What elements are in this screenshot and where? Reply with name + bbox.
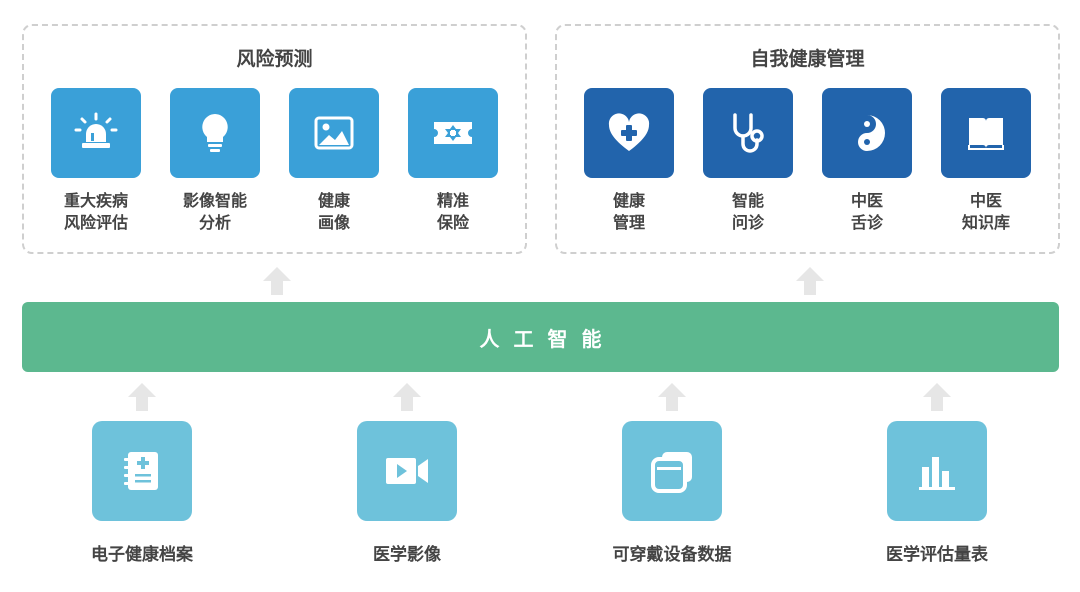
risk-item-health-portrait-label: 健康画像 (317, 191, 350, 232)
up-arrow-icon (128, 383, 156, 411)
risk-item-insurance-label: 精准保险 (436, 191, 469, 232)
up-arrow-icon (658, 383, 686, 411)
health-item-tongue-label: 中医舌诊 (850, 191, 883, 232)
health-item-knowledge-tile[interactable] (941, 88, 1031, 178)
ai-bar: 人工智能 (22, 302, 1059, 372)
book-icon (968, 118, 1004, 150)
up-arrow-icon (923, 383, 951, 411)
source-wearable-tile[interactable] (622, 421, 722, 521)
risk-item-major-disease-label: 重大疾病风险评估 (63, 191, 128, 232)
health-item-knowledge-label: 中医知识库 (961, 191, 1010, 232)
source-imaging-tile[interactable] (357, 421, 457, 521)
ai-bar-label: 人工智能 (479, 326, 616, 351)
source-scale-tile[interactable] (887, 421, 987, 521)
source-imaging-label: 医学影像 (373, 545, 441, 565)
risk-item-insurance-tile[interactable] (408, 88, 498, 178)
up-arrow-icon (796, 267, 824, 295)
lightbulb-icon (202, 114, 228, 152)
stethoscope-icon (733, 113, 764, 153)
risk-item-major-disease-tile[interactable] (51, 88, 141, 178)
risk-item-imaging-label: 影像智能分析 (182, 191, 247, 232)
health-item-management-tile[interactable] (584, 88, 674, 178)
up-arrow-icon (393, 383, 421, 411)
image-icon (314, 116, 354, 150)
stacked-windows-icon (651, 452, 692, 493)
up-arrow-icon (263, 267, 291, 295)
health-item-tongue-tile[interactable] (822, 88, 912, 178)
self-health-title: 自我健康管理 (750, 48, 865, 70)
video-camera-icon (386, 458, 428, 484)
health-item-consult-label: 智能问诊 (731, 191, 764, 232)
source-ehr-tile[interactable] (92, 421, 192, 521)
health-item-consult-tile[interactable] (703, 88, 793, 178)
yin-yang-icon (858, 115, 885, 151)
source-wearable-label: 可穿戴设备数据 (612, 545, 732, 565)
heart-plus-icon (608, 113, 650, 151)
bar-chart-icon (919, 457, 955, 490)
risk-item-health-portrait-tile[interactable] (289, 88, 379, 178)
medical-notebook-icon (124, 452, 158, 490)
source-scale-label: 医学评估量表 (886, 545, 988, 565)
insurance-ticket-icon (434, 122, 472, 144)
risk-prediction-panel: 风险预测 重大疾病风险评估 影像智能分析 健康画 (22, 24, 527, 254)
risk-item-imaging-tile[interactable] (170, 88, 260, 178)
alarm-light-icon (74, 112, 118, 148)
self-health-panel: 自我健康管理 健康管理 智能问诊 中医舌诊 (555, 24, 1060, 254)
source-ehr-label: 电子健康档案 (91, 545, 193, 565)
health-item-management-label: 健康管理 (612, 191, 645, 232)
risk-prediction-title: 风险预测 (236, 48, 313, 70)
